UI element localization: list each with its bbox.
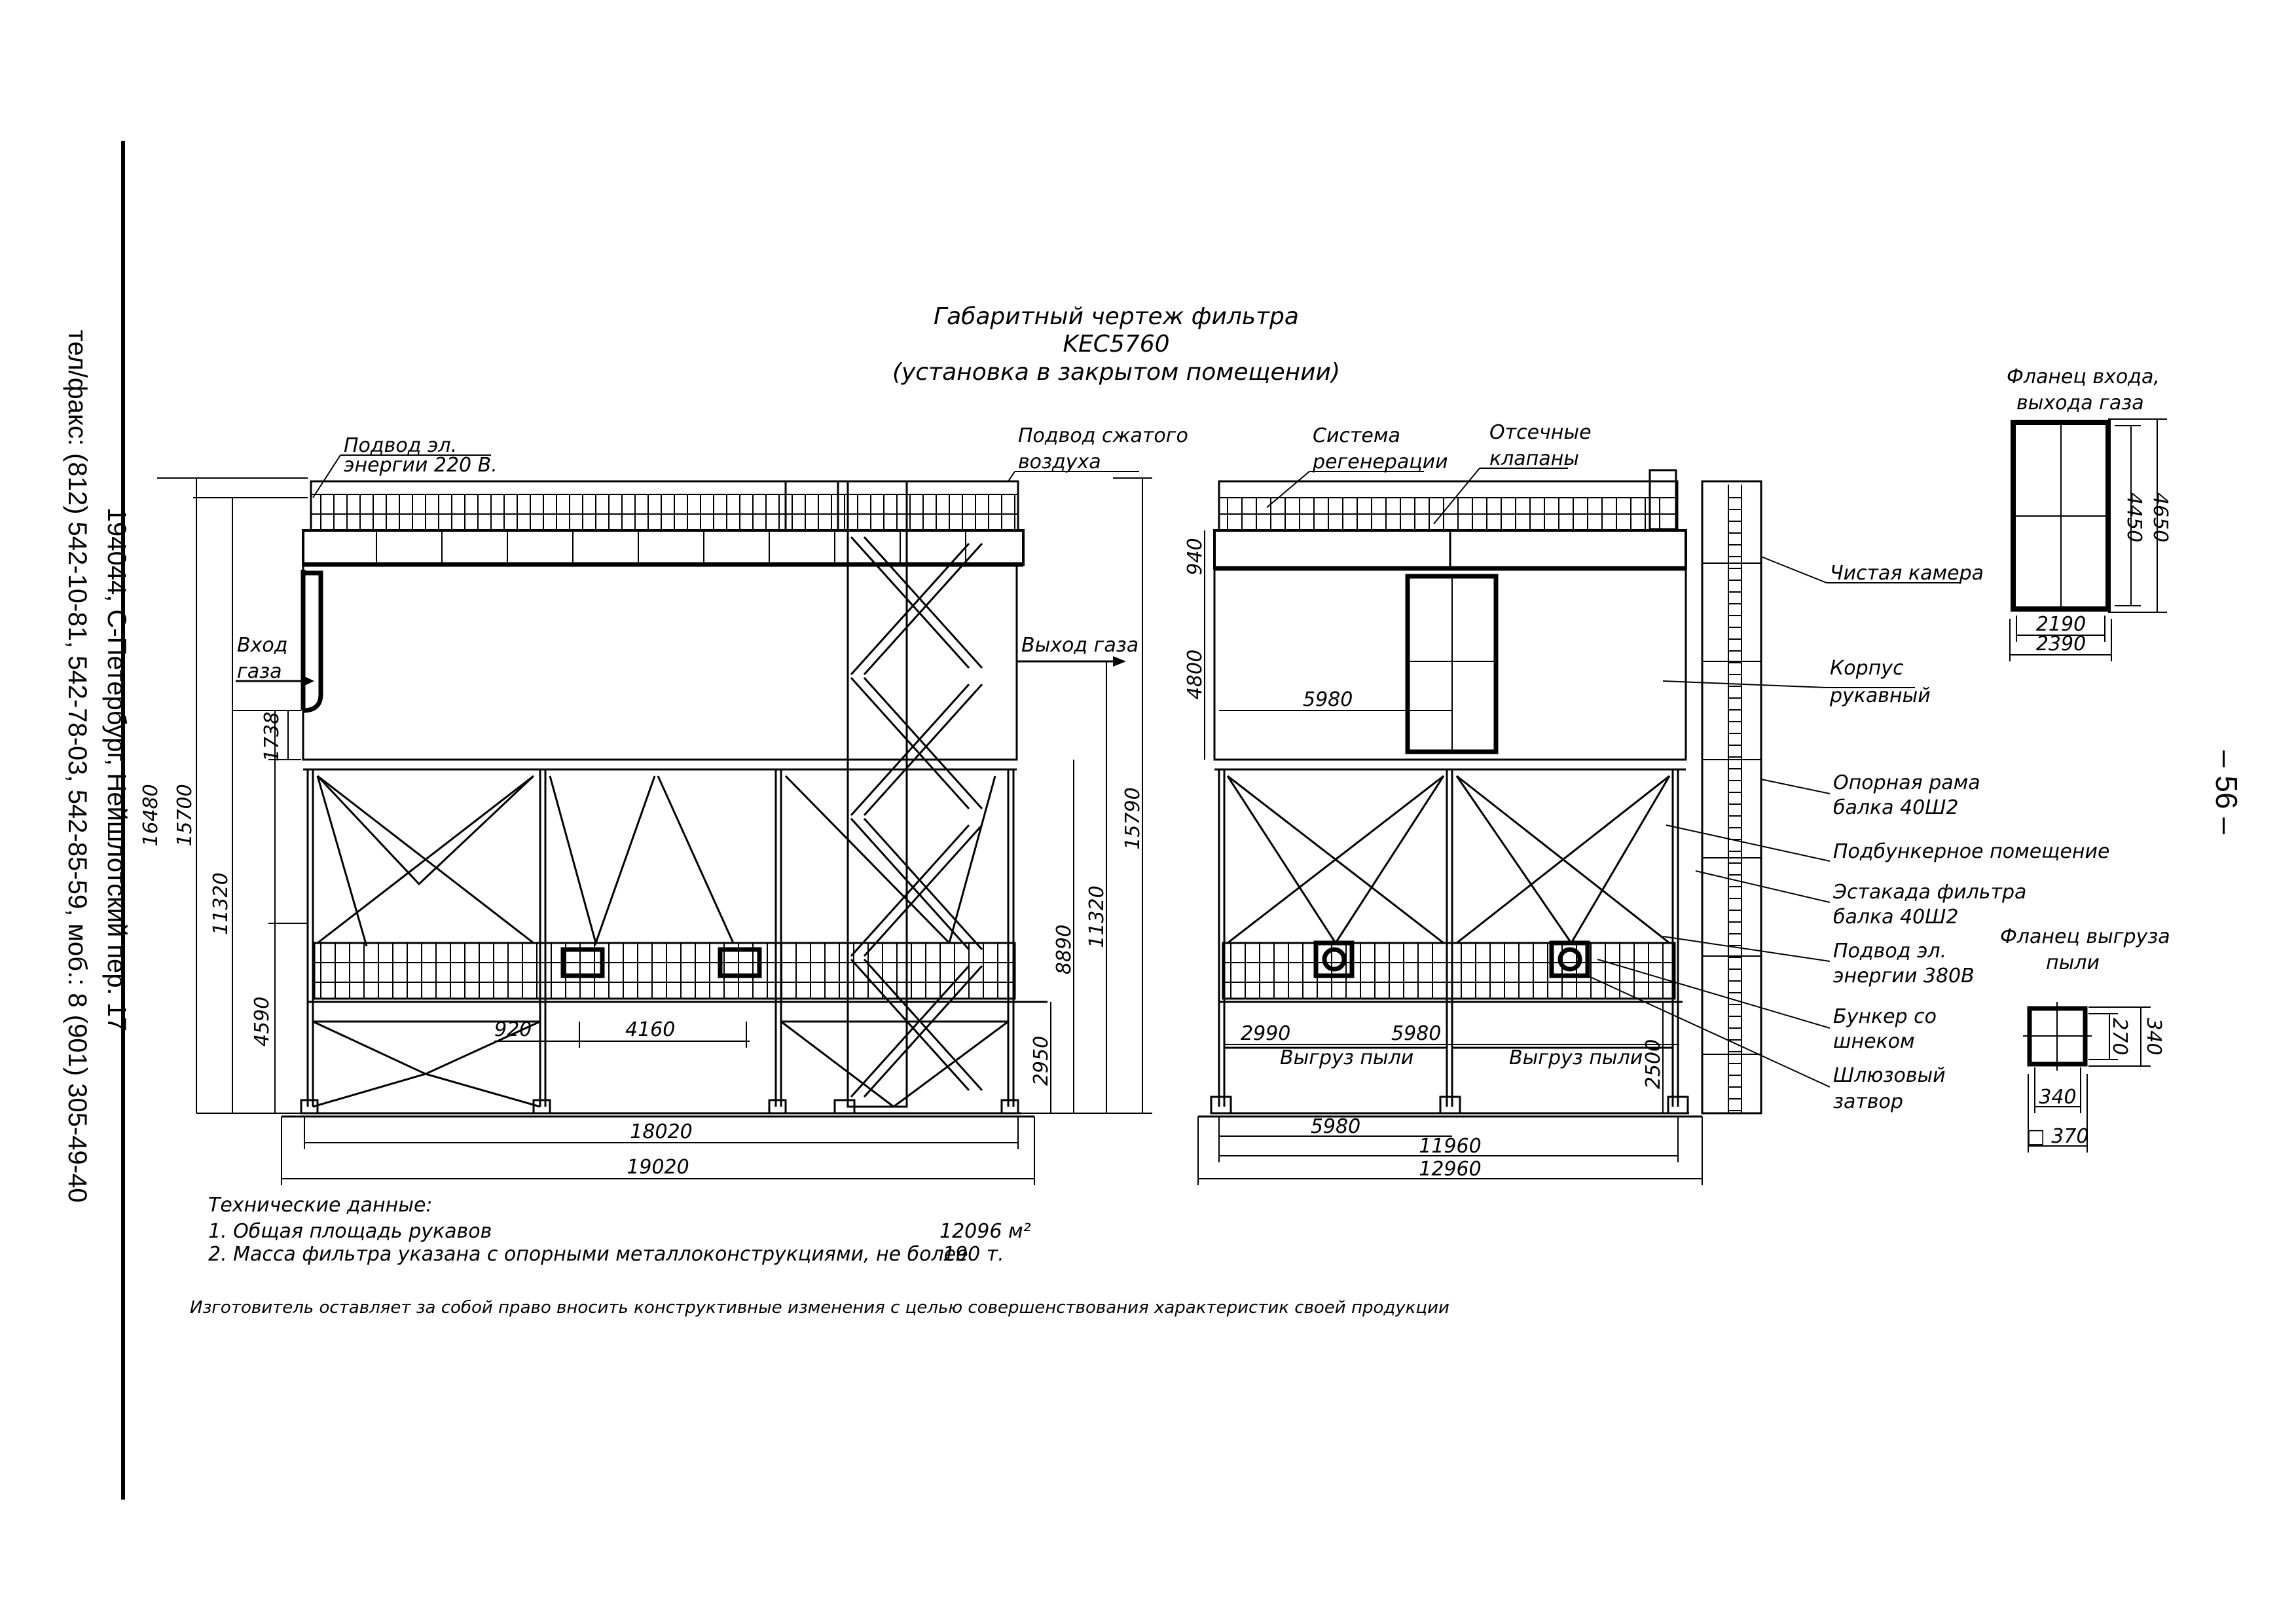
tech-item-1: 1. Общая площадь рукавов (208, 1220, 492, 1243)
dim-18020: 18020 (630, 1120, 692, 1143)
label-power-380-b: энергии 380В (1833, 965, 1975, 987)
drawing-stroke (850, 824, 970, 957)
dim-5980-b: 5980 (1391, 1022, 1441, 1045)
drawing-stroke (850, 958, 970, 1092)
drawing-stroke (863, 536, 983, 669)
dim-920: 920 (494, 1018, 532, 1041)
label-dust-out-1: Выгруз пыли (1280, 1046, 1413, 1069)
dim-4590: 4590 (251, 997, 274, 1046)
dim-5980-a: 5980 (1303, 688, 1353, 711)
label-frame-b: балка 40Ш2 (1833, 796, 1958, 819)
label-gate: Шлюзовый (1833, 1064, 1946, 1087)
label-power-220: Подвод эл. (344, 434, 457, 457)
label-hopper-room: Подбункерное помещение (1833, 840, 2109, 863)
contact-phones: тел/факс: (812) 542-10-81, 542-78-03, 54… (63, 329, 92, 1202)
dim-370: □ 370 (2026, 1125, 2088, 1148)
side-view: 5980 (1184, 421, 2109, 1185)
label-dust-out-2: Выгруз пыли (1509, 1046, 1643, 1069)
flange-gas-title: Фланец входа, (2007, 365, 2160, 388)
drawing-stroke (850, 817, 970, 951)
dim-4160: 4160 (625, 1018, 675, 1041)
label-gas-in: Вход (237, 634, 287, 657)
label-power-380: Подвод эл. (1833, 940, 1946, 963)
tech-data: Технические данные: 1. Общая площадь рук… (190, 1194, 1449, 1318)
drawing-stroke (863, 824, 983, 957)
drawing-stroke (850, 683, 970, 817)
tech-heading: Технические данные: (208, 1194, 433, 1217)
dim-5980-c: 5980 (1311, 1115, 1360, 1138)
flange-dust-title-b: пыли (2046, 951, 2100, 974)
drawing-stroke (850, 965, 970, 1098)
dim-11320: 11320 (210, 872, 232, 934)
dim-4650: 4650 (2149, 492, 2172, 542)
drawing-stroke (850, 676, 970, 810)
label-regen: Система (1313, 424, 1400, 447)
dim-4450: 4450 (2123, 492, 2145, 542)
tech-value-2: 190 т. (943, 1243, 1004, 1266)
drawing-stroke (850, 536, 970, 669)
front-view: Выход газа Вход газа Подвод эл. энергии … (139, 424, 1188, 1185)
dim-4800: 4800 (1184, 650, 1207, 699)
drawing-stroke (850, 542, 970, 676)
label-gate-b: затвор (1833, 1090, 1903, 1113)
dim-12960: 12960 (1419, 1158, 1481, 1181)
dim-11320-right: 11320 (1085, 885, 1108, 948)
dim-1738: 1738 (261, 712, 283, 762)
flange-dust: Фланец выгруза пыли 270 340 340 □ 370 (2000, 925, 2170, 1153)
drawing-stroke (863, 676, 983, 810)
label-hopper: Бункер со (1833, 1005, 1937, 1028)
title-line2: KEC5760 (1063, 331, 1169, 358)
title-line1: Габаритный чертеж фильтра (934, 303, 1299, 330)
flange-gas-title-b: выхода газа (2016, 392, 2144, 415)
drawing-stroke (863, 683, 983, 817)
label-valves: Отсечные (1489, 421, 1592, 444)
flange-gas: Фланец входа, выхода газа 4450 4650 2190… (2007, 365, 2172, 661)
disclaimer: Изготовитель оставляет за собой право вн… (190, 1298, 1449, 1318)
dim-2990: 2990 (1241, 1022, 1290, 1045)
dim-19020: 19020 (627, 1156, 689, 1179)
label-power-220-b: энергии 220 В. (344, 454, 498, 477)
label-trestle-b: балка 40Ш2 (1833, 906, 1958, 929)
drawing-stroke (863, 817, 983, 951)
dim-2390: 2390 (2036, 633, 2086, 655)
title-line3: (установка в закрытом помещении) (892, 359, 1340, 386)
dim-270: 270 (2108, 1018, 2131, 1055)
label-gas-out: Выход газа (1021, 634, 1139, 657)
dim-16480: 16480 (139, 784, 162, 846)
contact-address: 194044, С-Петербург, Нейшлотский пер. 17 (102, 507, 131, 1031)
dim-340: 340 (2142, 1018, 2165, 1055)
label-regen-b: регенерации (1312, 451, 1448, 473)
label-compressed-air-b: воздуха (1018, 451, 1101, 473)
dim-11960: 11960 (1419, 1135, 1481, 1158)
drawing-stroke (863, 958, 983, 1092)
label-gas-in-b: газа (237, 660, 282, 683)
dim-2500: 2500 (1642, 1039, 1665, 1089)
label-hopper-b: шнеком (1833, 1030, 1915, 1053)
flange-dust-title: Фланец выгруза (2000, 925, 2170, 948)
tech-value-1: 12096 м² (939, 1220, 1031, 1243)
label-frame: Опорная рама (1833, 771, 1980, 794)
dim-2190: 2190 (2036, 613, 2086, 636)
dim-940: 940 (1184, 538, 1207, 575)
dim-8890: 8890 (1053, 925, 1076, 974)
label-compressed-air: Подвод сжатого (1018, 424, 1188, 447)
page-number: – 56 – (2210, 750, 2244, 834)
dim-15790: 15790 (1121, 787, 1144, 849)
drawing-stroke (863, 965, 983, 1098)
dim-340-w: 340 (2039, 1086, 2076, 1109)
dim-2950: 2950 (1030, 1036, 1053, 1086)
drawing-stroke (863, 542, 983, 676)
tech-item-2: 2. Масса фильтра указана с опорными мета… (208, 1243, 968, 1266)
label-clean-chamber: Чистая камера (1830, 562, 1984, 585)
label-valves-b: клапаны (1489, 447, 1579, 470)
label-housing: Корпус (1830, 657, 1904, 680)
label-trestle: Эстакада фильтра (1832, 881, 2026, 904)
dim-15700: 15700 (173, 784, 196, 846)
